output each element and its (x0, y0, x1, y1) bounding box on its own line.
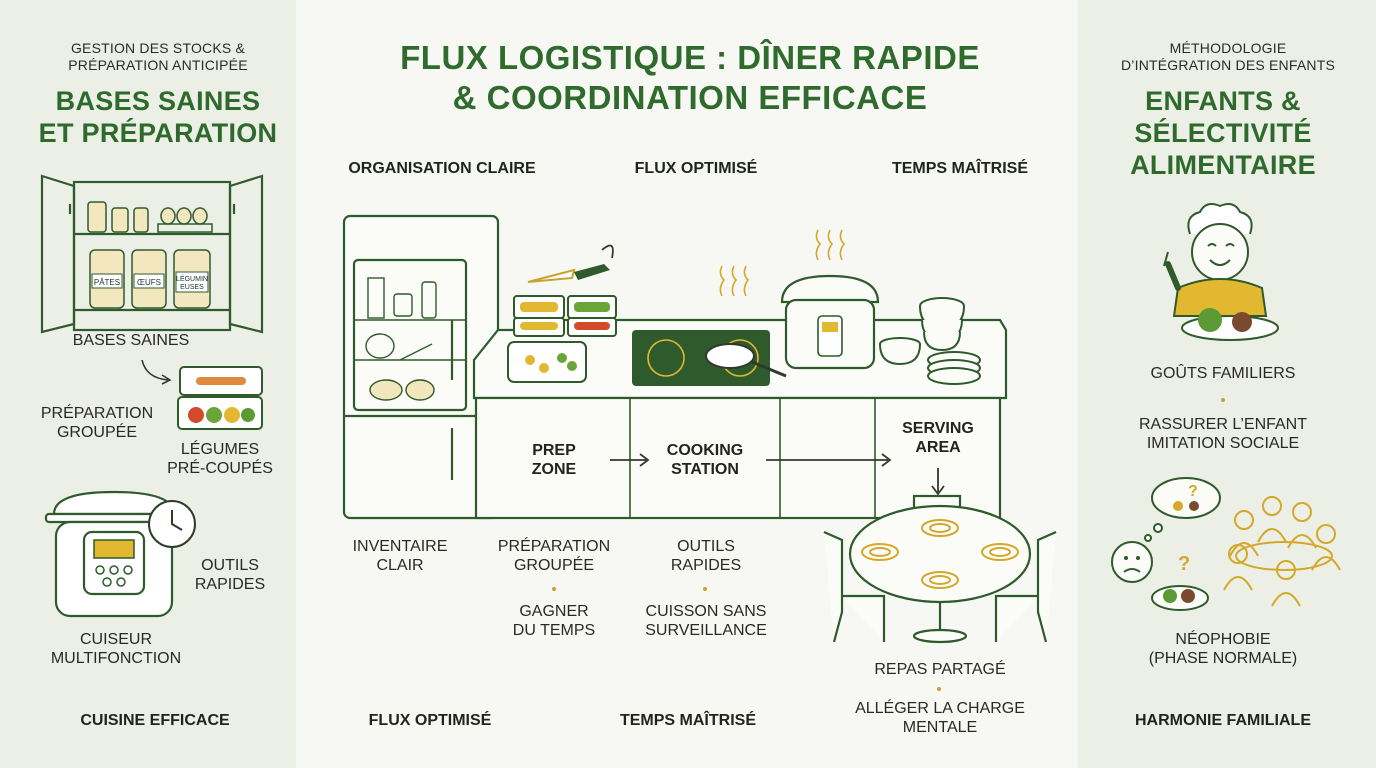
label-inventaire: INVENTAIRE CLAIR (340, 537, 460, 575)
jar-label-eggs: ŒUFS (137, 278, 161, 287)
center-tools-line1: OUTILS (677, 538, 735, 555)
zone-serving: SERVING AREA (886, 419, 990, 457)
label-veg-line1: LÉGUMES (180, 441, 260, 458)
center-footer-temps: TEMPS MAÎTRISÉ (619, 712, 756, 729)
left-heading-line2: ET PRÉPARATION (38, 117, 278, 148)
right-subtitle-line2: D’INTÉGRATION DES ENFANTS (1121, 56, 1335, 73)
zone-cook-line2: STATION (671, 461, 739, 479)
label-legumes: LÉGUMES PRÉ-COUPÉS (160, 440, 280, 478)
reassure-line2: IMITATION SOCIALE (1146, 435, 1300, 453)
main-title: FLUX LOGISTIQUE : DÎNER RAPIDE & COORDIN… (320, 38, 1060, 117)
right-subtitle-line1: MÉTHODOLOGIE (1169, 40, 1287, 56)
right-heading-line1: ENFANTS & (1145, 86, 1301, 116)
right-heading-line3: ALIMENTAIRE (1130, 149, 1316, 180)
zone-cook: COOKING STATION (650, 441, 760, 479)
neo-line2: (PHASE NORMALE) (1148, 650, 1298, 668)
label-gagner-temps: GAGNER DU TEMPS (494, 602, 614, 640)
zone-prep-line1: PREP (532, 442, 576, 459)
top-label-flux: FLUX OPTIMISÉ (634, 160, 758, 177)
label-charge-mentale: ALLÉGER LA CHARGE MENTALE (830, 699, 1050, 737)
label-prep-groupee-center: PRÉPARATION GROUPÉE (484, 537, 624, 575)
right-heading: ENFANTS & SÉLECTIVITÉ ALIMENTAIRE (1090, 86, 1356, 182)
right-heading-line2: SÉLECTIVITÉ (1134, 117, 1312, 148)
center-tools-line2: RAPIDES (670, 557, 742, 575)
svg-text:?: ? (1188, 483, 1198, 500)
label-bases-saines: BASES SAINES (72, 332, 190, 349)
separator-dot (937, 687, 941, 691)
mental-line2: MENTALE (902, 719, 978, 737)
zone-prep: PREP ZONE (514, 441, 594, 479)
separator-dot (1221, 398, 1225, 402)
reassure-line1: RASSURER L’ENFANT (1138, 416, 1308, 433)
neo-line1: NÉOPHOBIE (1175, 631, 1271, 648)
inventory-line2: CLAIR (376, 557, 424, 575)
right-footer: HARMONIE FAMILIALE (1135, 712, 1311, 729)
label-prep-line1: PRÉPARATION (40, 405, 154, 422)
label-cuisson: CUISSON SANS SURVEILLANCE (626, 602, 786, 640)
label-cooker-line2: MULTIFONCTION (50, 650, 182, 668)
top-label-organisation: ORGANISATION CLAIRE (348, 160, 536, 177)
zone-serve-line1: SERVING (902, 420, 974, 437)
label-prep-groupee-left: PRÉPARATION GROUPÉE (22, 404, 172, 442)
label-repas-partage: REPAS PARTAGÉ (874, 661, 1006, 678)
left-subtitle: GESTION DES STOCKS & PRÉPARATION ANTICIP… (20, 40, 296, 74)
separator-dot (703, 587, 707, 591)
save-time-line2: DU TEMPS (512, 622, 596, 640)
center-prep-line2: GROUPÉE (513, 557, 594, 575)
pantry-cabinet-icon (40, 174, 264, 334)
dining-table-icon (823, 494, 1057, 644)
curved-arrow-icon (141, 359, 172, 385)
label-outils-left: OUTILS RAPIDES (188, 556, 272, 594)
mental-line1: ALLÉGER LA CHARGE (855, 700, 1025, 717)
label-tools-line2: RAPIDES (194, 576, 266, 594)
main-title-line1: FLUX LOGISTIQUE : DÎNER RAPIDE (400, 39, 980, 76)
inventory-line1: INVENTAIRE (352, 538, 448, 555)
top-label-temps: TEMPS MAÎTRISÉ (891, 160, 1028, 177)
zone-serve-line2: AREA (915, 439, 961, 457)
label-prep-line2: GROUPÉE (56, 424, 137, 442)
save-time-line1: GAGNER (519, 603, 589, 620)
jar-label-pasta: PÂTES (93, 278, 121, 287)
jar-label-legumes: LÉGUMINEUSES (176, 276, 208, 291)
right-panel (1078, 0, 1376, 768)
left-heading: BASES SAINES ET PRÉPARATION (20, 86, 296, 150)
multicooker-icon (44, 490, 196, 618)
label-outils-center: OUTILS RAPIDES (646, 537, 766, 575)
label-gouts-familiers: GOÛTS FAMILIERS (1150, 365, 1296, 382)
main-title-line2: & COORDINATION EFFICACE (452, 78, 928, 116)
right-subtitle: MÉTHODOLOGIE D’INTÉGRATION DES ENFANTS (1090, 40, 1366, 74)
label-cooker-line1: CUISEUR (79, 631, 152, 648)
left-heading-line1: BASES SAINES (55, 86, 261, 116)
label-neophobie: NÉOPHOBIE (PHASE NORMALE) (1110, 630, 1336, 668)
zone-cook-line1: COOKING (666, 442, 744, 459)
cook-line2: SURVEILLANCE (645, 622, 767, 640)
label-tools-line1: OUTILS (201, 557, 259, 574)
left-subtitle-line1: GESTION DES STOCKS & (70, 40, 246, 56)
left-subtitle-line2: PRÉPARATION ANTICIPÉE (68, 56, 248, 73)
vegetable-containers-icon (177, 366, 263, 430)
label-rassurer: RASSURER L’ENFANT IMITATION SOCIALE (1110, 415, 1336, 453)
center-prep-line1: PRÉPARATION (497, 538, 611, 555)
separator-dot (552, 587, 556, 591)
zone-prep-line2: ZONE (531, 461, 577, 479)
happy-child-icon (1163, 203, 1279, 341)
svg-text:?: ? (1178, 553, 1190, 575)
kitchen-illustration (342, 214, 1008, 520)
cook-line1: CUISSON SANS (645, 603, 767, 620)
neophobia-icon: ? ? (1111, 477, 1341, 611)
left-footer: CUISINE EFFICACE (80, 712, 230, 729)
label-veg-line2: PRÉ-COUPÉS (167, 460, 273, 478)
label-cuiseur: CUISEUR MULTIFONCTION (30, 630, 202, 668)
center-footer-flux: FLUX OPTIMISÉ (368, 712, 492, 729)
